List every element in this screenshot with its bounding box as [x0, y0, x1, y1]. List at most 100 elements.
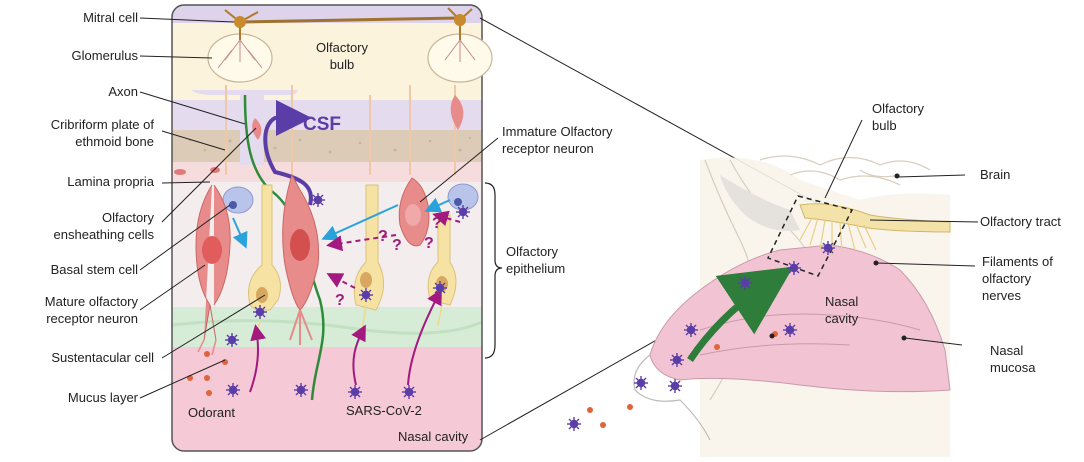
virus-icon: [252, 304, 268, 320]
bulb-label-1: Olfactory: [316, 40, 369, 55]
entry-arrow: [687, 266, 794, 362]
question-mark-3: ?: [432, 215, 442, 232]
virus-icon: [566, 416, 582, 432]
zoom-box: [766, 195, 854, 277]
mature-neuron-center: [282, 173, 320, 345]
odorant-dots: [187, 351, 228, 396]
mature-neuron-label-2: receptor neuron: [46, 311, 138, 326]
virus-icon: [347, 384, 363, 400]
mitral-cell-right: [447, 7, 473, 40]
basal-stem-cell-label: Basal stem cell: [51, 262, 139, 277]
head-anatomy: [566, 155, 951, 457]
virus-icon: [310, 192, 326, 208]
axon-label: Axon: [108, 84, 138, 99]
odorant-arrow: [249, 324, 267, 393]
right-bulb-label-1: Olfactory: [872, 101, 925, 116]
glomerulus-left: [207, 33, 273, 83]
magenta-arrow-3: [432, 210, 461, 227]
cavity-pointer: [769, 333, 775, 339]
sustentacular-cell-2: [353, 184, 384, 311]
sars-label: SARS-CoV-2: [346, 403, 422, 418]
ensheathing-label-2: ensheathing cells: [54, 227, 155, 242]
left-labels: Mitral cell Glomerulus Axon Cribriform p…: [45, 10, 155, 405]
question-mark-2: ?: [392, 237, 402, 254]
csf-arrow: [263, 100, 313, 206]
sustentacular-label: Sustentacular cell: [51, 350, 154, 365]
mitral-cell-label: Mitral cell: [83, 10, 138, 25]
olfactory-tract-label: Olfactory tract: [980, 214, 1061, 229]
cribriform-plate: [172, 130, 482, 162]
epithelium-label-2: epithelium: [506, 261, 565, 276]
cyan-arrow-1: [232, 217, 248, 249]
filaments-label-3: nerves: [982, 288, 1022, 303]
immature-leader: [419, 137, 499, 203]
filaments-label-2: olfactory: [982, 271, 1032, 286]
filament-pointer: [873, 260, 879, 266]
odorant-label: Odorant: [188, 405, 235, 420]
right-bulb-label-2: bulb: [872, 118, 897, 133]
lamina-propria-label: Lamina propria: [67, 174, 154, 189]
lamina-propria: [172, 162, 482, 182]
mucosa-label-1: Nasal: [990, 343, 1023, 358]
cribriform-label-2: ethmoid bone: [75, 134, 154, 149]
right-leader-lines: [824, 119, 979, 346]
cyan-arrow-3: [424, 197, 451, 213]
nasal-cavity-panel-label: Nasal cavity: [398, 429, 469, 444]
csf-label: CSF: [303, 114, 341, 135]
question-mark-4: ?: [424, 235, 434, 252]
question-mark-1: ?: [378, 228, 388, 245]
virus-icon: [669, 352, 685, 368]
virus-icon: [293, 382, 309, 398]
epithelium-bracket: [484, 182, 503, 359]
mucus-layer: [172, 307, 482, 347]
brain-label: Brain: [980, 167, 1010, 182]
magenta-arrow-1: [326, 234, 397, 252]
virus-icon: [401, 384, 417, 400]
filaments-label-1: Filaments of: [982, 254, 1053, 269]
virus-icon: [432, 280, 448, 296]
virus-icon: [455, 204, 471, 220]
mature-neuron-label-1: Mature olfactory: [45, 294, 139, 309]
mucosa-pointer: [901, 335, 907, 341]
question-mark-5: ?: [335, 292, 345, 309]
right-cavity-label-1: Nasal: [825, 294, 858, 309]
virus-icon: [820, 240, 836, 256]
ensheathing-label-1: Olfactory: [102, 210, 155, 225]
virus-icon: [786, 260, 802, 276]
virus-icon: [737, 275, 753, 291]
panel-border: [171, 4, 483, 452]
magenta-arrow-2: [326, 273, 356, 289]
cribriform-label-1: Cribriform plate of: [51, 117, 155, 132]
virus-icon: [358, 287, 374, 303]
mitral-axon: [239, 16, 461, 24]
ensheathing-cell: [252, 95, 464, 140]
sars-arrow-1: [351, 324, 366, 386]
cyan-arrow-2: [321, 204, 399, 241]
basal-stem-cell-1: [222, 186, 254, 214]
virus-icon: [224, 332, 240, 348]
mitral-cell-left: [224, 9, 259, 40]
virus-icon: [225, 382, 241, 398]
glomerulus-right: [427, 33, 493, 83]
sustentacular-cell-1: [248, 184, 281, 311]
immature-neuron: [398, 177, 430, 247]
virus-icon: [667, 378, 683, 394]
tissue-panel: CSF: [171, 4, 493, 452]
virus-icon: [683, 322, 699, 338]
immature-label-2: receptor neuron: [502, 141, 594, 156]
immature-label-1: Immature Olfactory: [502, 124, 613, 139]
sars-arrow-2: [407, 288, 442, 386]
odorant-dots-right: [587, 331, 778, 428]
glomerulus-label: Glomerulus: [72, 48, 139, 63]
virus-icon: [782, 322, 798, 338]
brain-pointer: [894, 173, 900, 179]
bulb-label-2: bulb: [330, 57, 355, 72]
right-cavity-label-2: cavity: [825, 311, 859, 326]
mucosa-label-2: mucosa: [990, 360, 1036, 375]
right-labels: Olfactory bulb Brain Olfactory tract Fil…: [825, 101, 1061, 375]
virus-icon: [633, 375, 649, 391]
left-leader-lines: [139, 17, 266, 399]
epithelium-label-1: Olfactory: [506, 244, 559, 259]
